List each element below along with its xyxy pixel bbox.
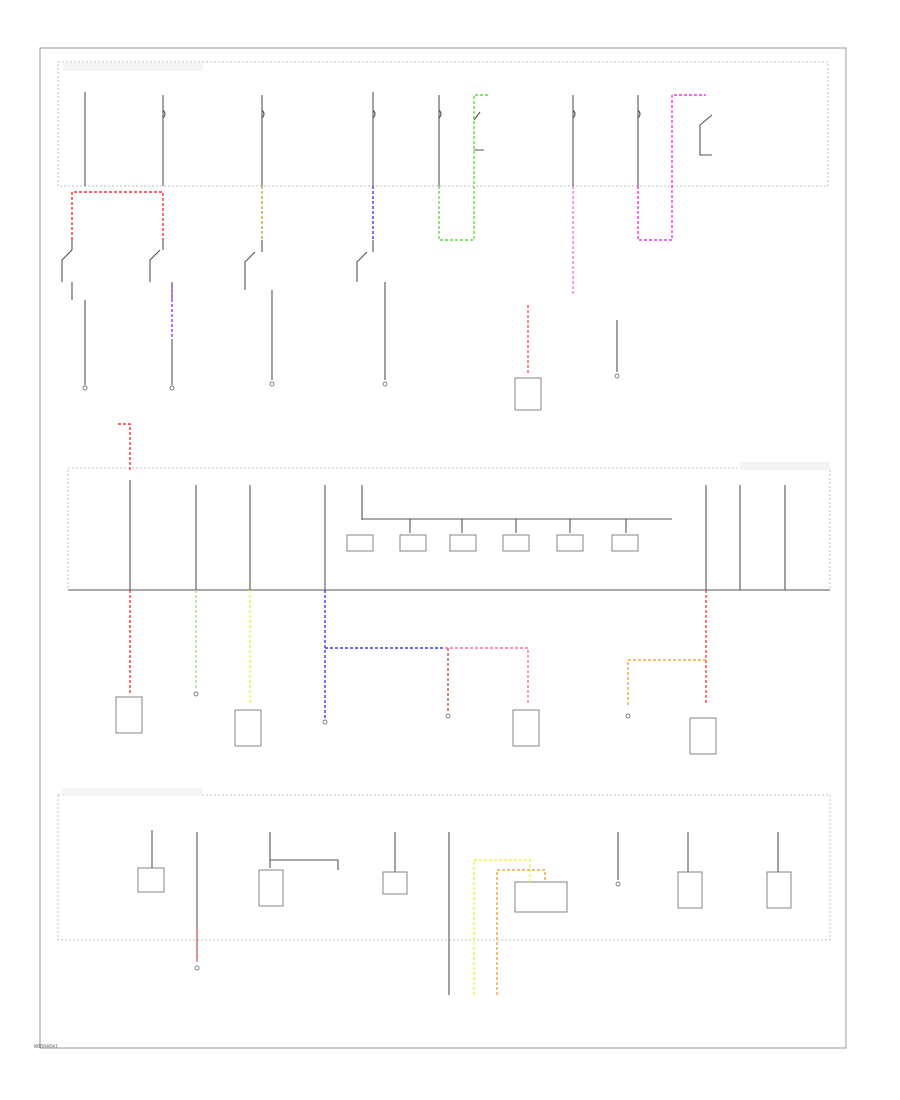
diagram-frame <box>39 47 847 1049</box>
top-wires <box>71 94 706 295</box>
bottom-fuse-box-fuses <box>137 830 792 995</box>
top-fuse-box-fuses <box>84 92 713 186</box>
wire-green-top <box>438 94 490 241</box>
bottom-fuse-box <box>57 794 831 941</box>
relay-row-1 <box>61 240 388 391</box>
middle-fuse-box <box>67 467 831 591</box>
diagram-footer-code: W0004841 <box>34 1044 59 1050</box>
bottom-wires <box>196 859 546 995</box>
mid-wires <box>129 590 707 718</box>
middle-fuse-box-fuses <box>68 480 830 591</box>
middle-top-components <box>118 305 620 470</box>
mid-components <box>115 691 717 755</box>
component-box <box>514 377 542 411</box>
wire-magenta-top <box>637 94 706 241</box>
top-fuse-box <box>57 61 829 187</box>
tiny-labels <box>63 63 830 796</box>
wire-red-top <box>71 191 164 240</box>
